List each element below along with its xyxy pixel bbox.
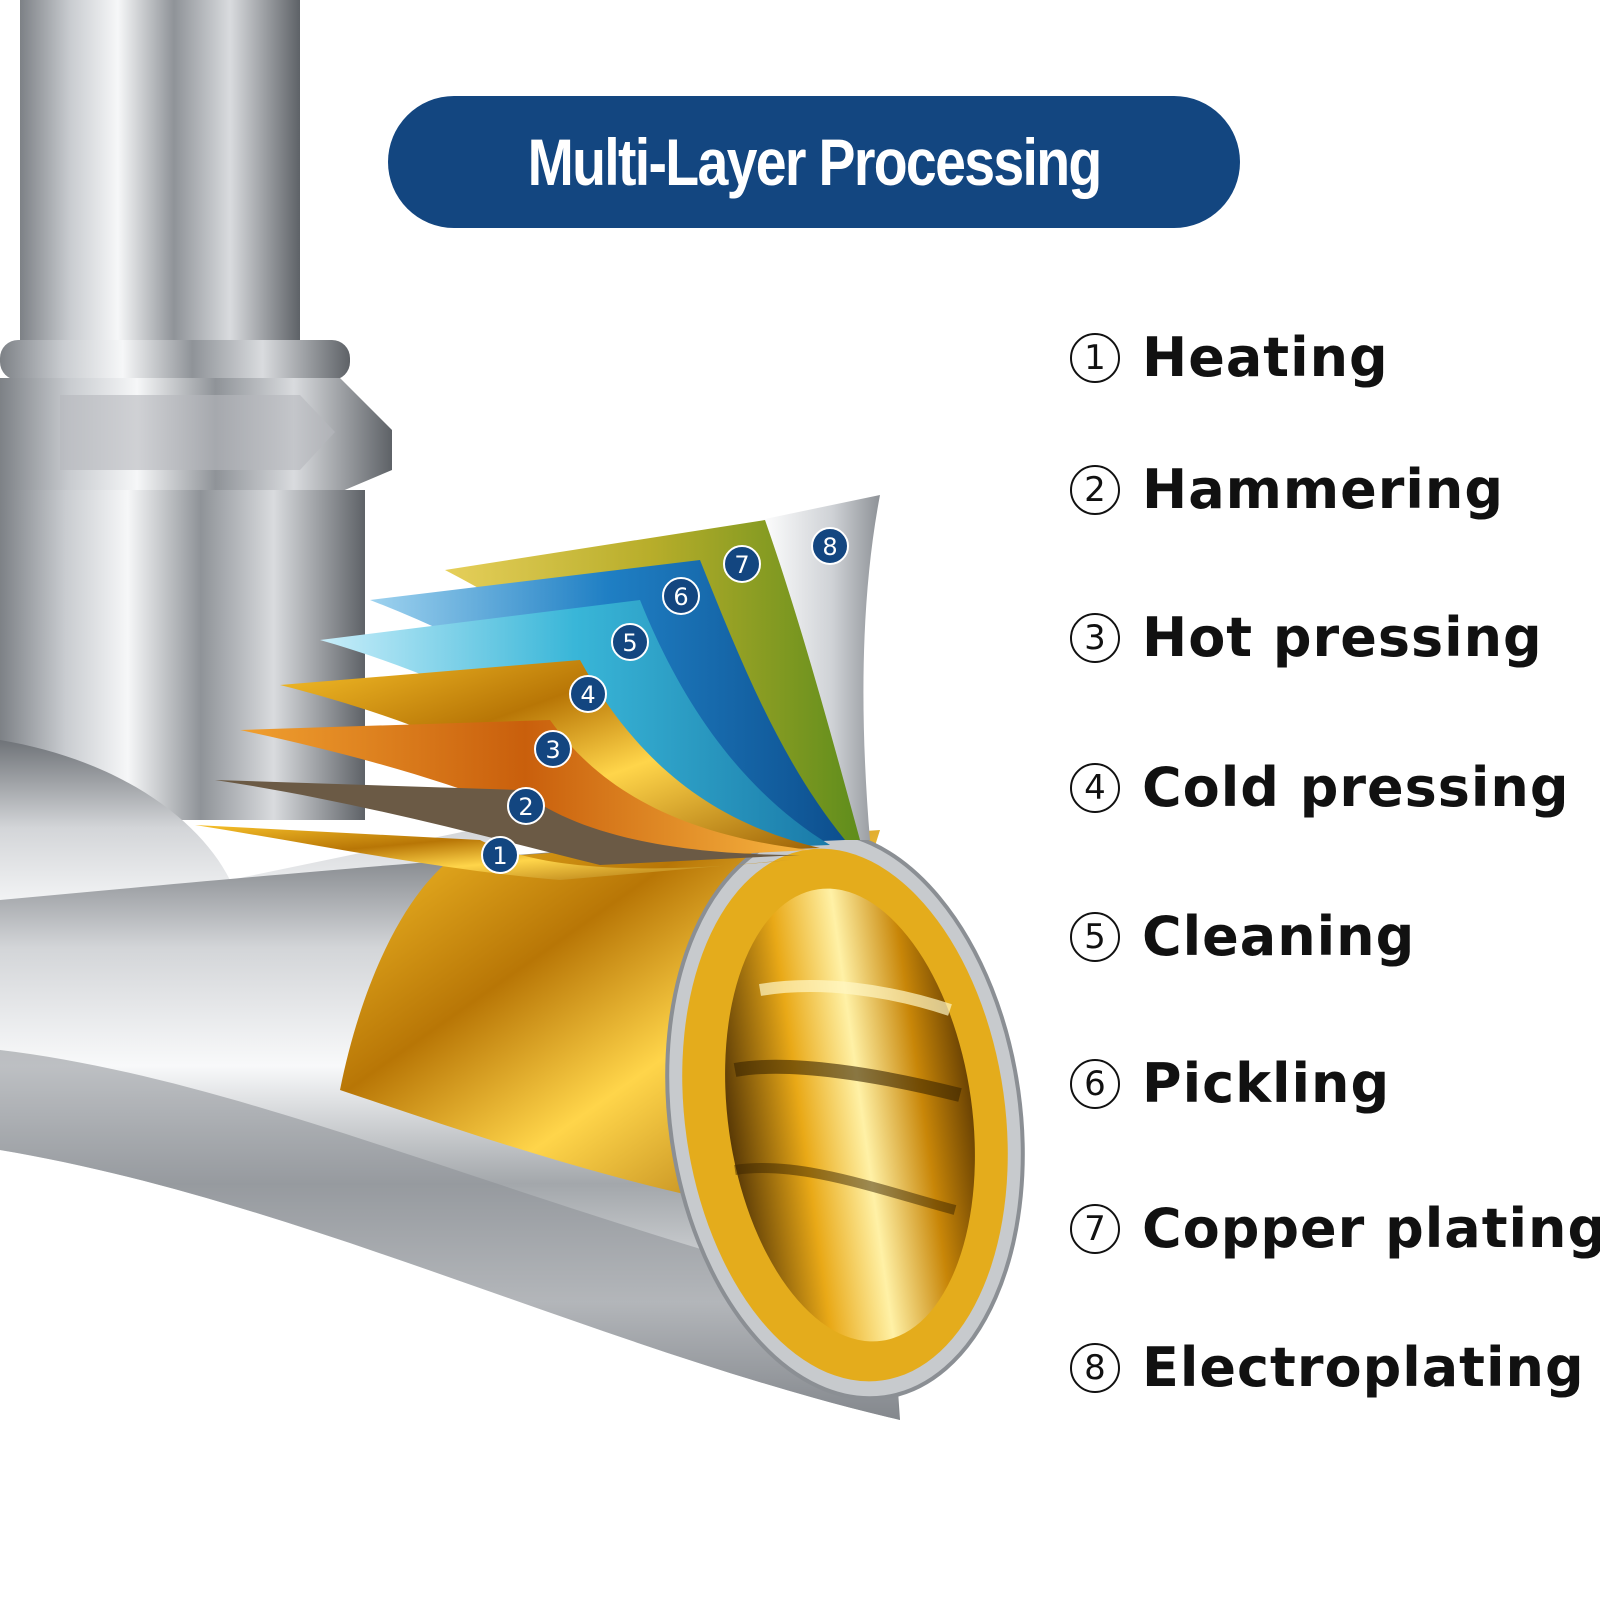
layer-badge-8: 8 <box>811 527 849 565</box>
layer-badge-1: 1 <box>481 836 519 874</box>
step-electroplating: 8 Electroplating <box>1070 1336 1585 1399</box>
step-number: 6 <box>1070 1058 1120 1109</box>
vertical-pipe <box>20 0 300 380</box>
layer-badge-4: 4 <box>569 675 607 713</box>
layer-badge-6: 6 <box>662 577 700 615</box>
layer-badge-5: 5 <box>611 623 649 661</box>
svg-text:5: 5 <box>622 629 637 657</box>
step-number: 7 <box>1070 1203 1120 1254</box>
step-label: Cleaning <box>1142 905 1416 968</box>
title-banner: Multi-Layer Processing <box>388 96 1240 228</box>
svg-text:7: 7 <box>734 551 749 579</box>
step-copper-plating: 7 Copper plating <box>1070 1197 1600 1260</box>
step-hammering: 2 Hammering <box>1070 458 1504 521</box>
step-heating: 1 Heating <box>1070 326 1389 389</box>
step-cold-pressing: 4 Cold pressing <box>1070 756 1570 819</box>
page-title: Multi-Layer Processing <box>527 125 1102 199</box>
pipe-collar <box>0 340 350 380</box>
step-number: 8 <box>1070 1342 1120 1393</box>
step-number: 1 <box>1070 332 1120 383</box>
svg-text:1: 1 <box>492 842 507 870</box>
layer-badge-3: 3 <box>534 730 572 768</box>
step-hot-pressing: 3 Hot pressing <box>1070 606 1543 669</box>
svg-text:3: 3 <box>545 736 560 764</box>
step-cleaning: 5 Cleaning <box>1070 905 1415 968</box>
step-label: Heating <box>1142 326 1389 389</box>
layer-badge-7: 7 <box>723 545 761 583</box>
step-label: Cold pressing <box>1142 756 1570 819</box>
layer-2-sheet <box>215 780 800 865</box>
step-label: Hammering <box>1142 458 1505 521</box>
svg-text:6: 6 <box>673 583 688 611</box>
svg-text:2: 2 <box>518 793 533 821</box>
step-number: 3 <box>1070 612 1120 663</box>
svg-text:8: 8 <box>822 533 837 561</box>
svg-text:4: 4 <box>580 681 595 709</box>
step-label: Hot pressing <box>1142 606 1543 669</box>
step-number: 5 <box>1070 911 1120 962</box>
step-number: 4 <box>1070 762 1120 813</box>
layer-badge-2: 2 <box>507 787 545 825</box>
layer-8-sheet <box>760 495 880 840</box>
step-label: Copper plating <box>1142 1197 1600 1260</box>
step-number: 2 <box>1070 464 1120 515</box>
step-pickling: 6 Pickling <box>1070 1052 1390 1115</box>
step-label: Pickling <box>1142 1052 1391 1115</box>
step-label: Electroplating <box>1142 1336 1585 1399</box>
